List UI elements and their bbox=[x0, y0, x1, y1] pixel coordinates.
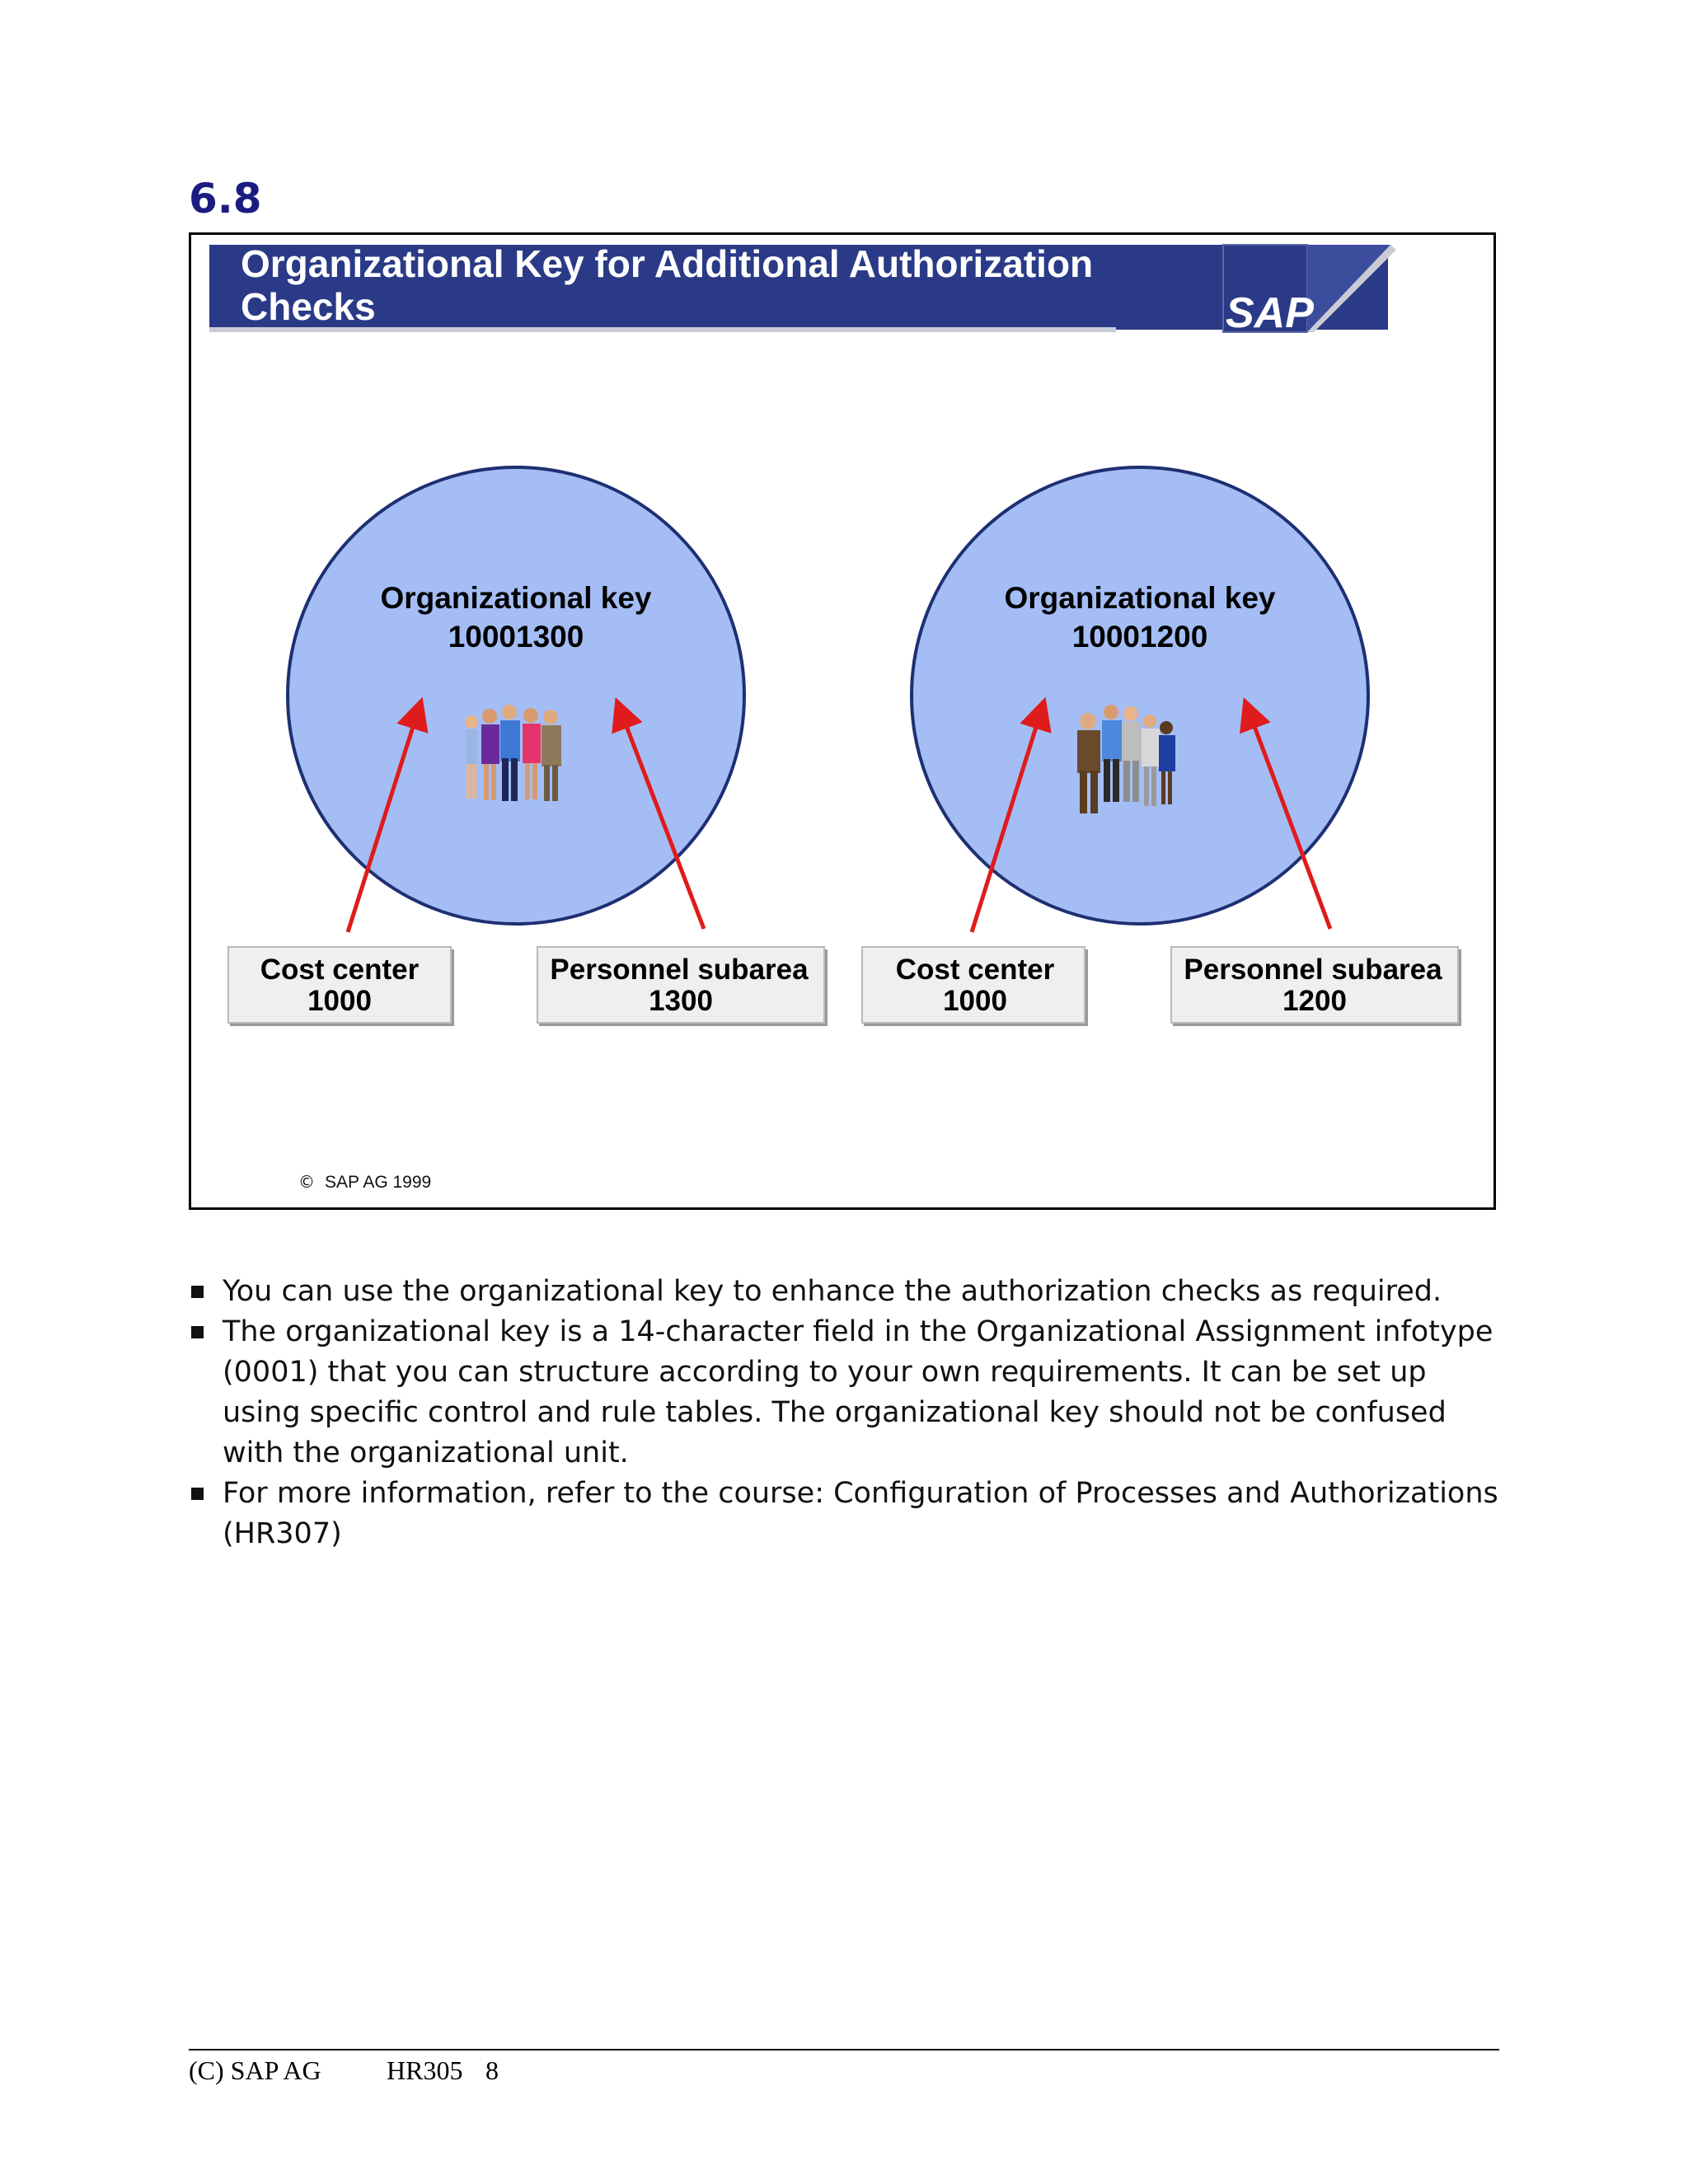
cost-center-box: Cost center 1000 bbox=[862, 947, 1088, 1026]
slide-title-line1: Organizational Key for Additional Author… bbox=[241, 242, 1093, 285]
cost-center-box: Cost center 1000 bbox=[228, 947, 454, 1026]
footer-company: (C) SAP AG bbox=[189, 2055, 387, 2086]
bullet-square-icon bbox=[191, 1488, 204, 1500]
box-value: 1000 bbox=[307, 985, 372, 1017]
box-label: Cost center bbox=[896, 954, 1055, 986]
bullet-text: You can use the organizational key to en… bbox=[223, 1275, 1442, 1308]
personnel-subarea-box: Personnel subarea 1200 bbox=[1171, 947, 1461, 1026]
bullet-item: You can use the organizational key to en… bbox=[189, 1272, 1507, 1312]
box-label: Personnel subarea bbox=[550, 954, 809, 986]
slide-figure: Organizational Key for Additional Author… bbox=[189, 232, 1496, 1210]
section-number: 6.8 bbox=[189, 175, 262, 223]
bullet-text: For more information, refer to the cours… bbox=[223, 1477, 1498, 1550]
slide-copyright: © SAP AG 1999 bbox=[298, 1172, 431, 1192]
slide-canvas: Organizational Key for Additional Author… bbox=[191, 235, 1493, 1207]
bullet-square-icon bbox=[191, 1326, 204, 1338]
org-key-group-right: Organizational key 10001200 bbox=[862, 467, 1461, 1026]
title-banner: Organizational Key for Additional Author… bbox=[209, 242, 1396, 337]
footer-page-number: 8 bbox=[485, 2055, 499, 2086]
org-key-value: 10001300 bbox=[448, 620, 584, 654]
copyright-text: SAP AG 1999 bbox=[325, 1173, 431, 1192]
copyright-symbol: © bbox=[298, 1172, 315, 1192]
personnel-subarea-box: Personnel subarea 1300 bbox=[537, 947, 828, 1026]
footer-divider bbox=[189, 2049, 1499, 2050]
org-key-group-left: Organizational key 10001300 bbox=[228, 467, 828, 1026]
bullet-item: The organizational key is a 14-character… bbox=[189, 1312, 1507, 1474]
org-key-circle bbox=[912, 467, 1368, 924]
org-key-label: Organizational key bbox=[381, 581, 652, 615]
bullet-square-icon bbox=[191, 1286, 204, 1298]
box-value: 1200 bbox=[1282, 985, 1347, 1017]
bullet-text: The organizational key is a 14-character… bbox=[223, 1315, 1493, 1469]
sap-logo-text: SAP bbox=[1226, 289, 1314, 337]
bullet-list: You can use the organizational key to en… bbox=[189, 1272, 1507, 1554]
box-label: Cost center bbox=[260, 954, 420, 986]
bullet-item: For more information, refer to the cours… bbox=[189, 1474, 1507, 1554]
slide-title-line2: Checks bbox=[241, 285, 376, 328]
footer-course: HR305 bbox=[387, 2055, 485, 2086]
box-label: Personnel subarea bbox=[1184, 954, 1442, 986]
org-key-label: Organizational key bbox=[1005, 581, 1276, 615]
box-value: 1300 bbox=[649, 985, 713, 1017]
box-value: 1000 bbox=[943, 985, 1007, 1017]
org-key-value: 10001200 bbox=[1072, 620, 1208, 654]
